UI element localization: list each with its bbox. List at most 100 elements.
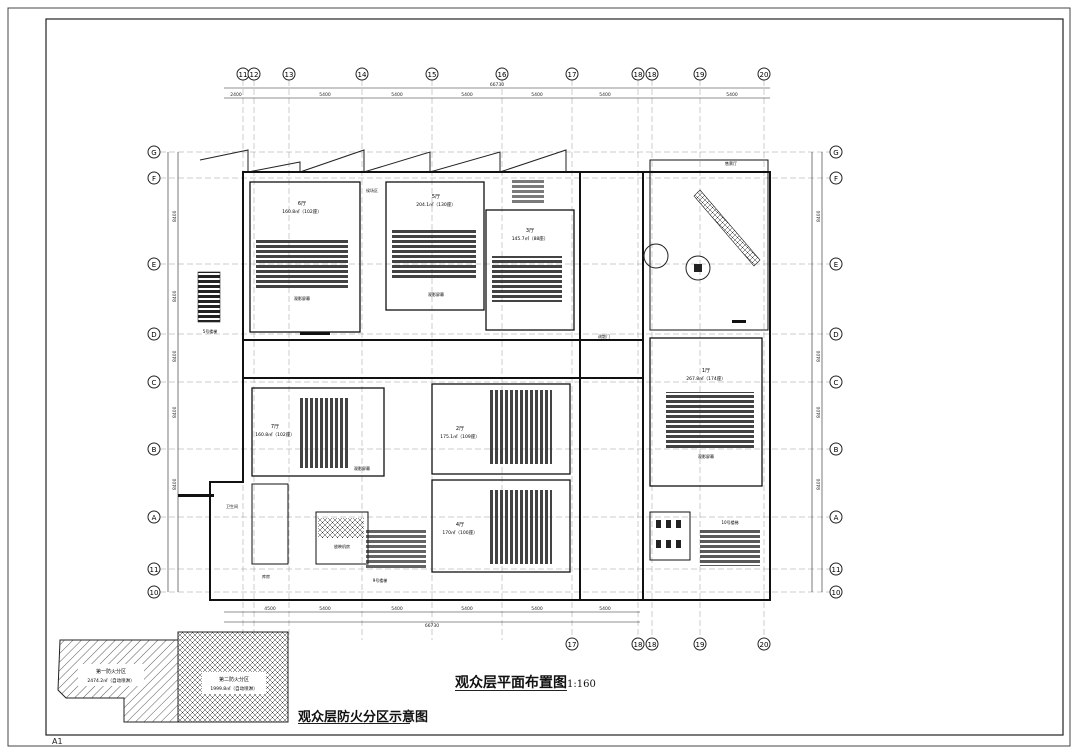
svg-text:175.1㎡（109座）: 175.1㎡（109座） bbox=[440, 433, 479, 440]
drawing-border bbox=[45, 18, 1064, 736]
side-dimension-text: 8400 8400 8400 8400 8400 8400 8400 8400 … bbox=[172, 210, 822, 490]
svg-text:8400: 8400 bbox=[172, 210, 178, 222]
grid-label: 11 bbox=[239, 71, 248, 79]
hall-area: 160.8㎡（102座） bbox=[282, 208, 321, 215]
svg-text:G: G bbox=[151, 149, 156, 157]
svg-text:18: 18 bbox=[648, 71, 657, 79]
hall-2: 2厅 175.1㎡（109座） bbox=[431, 383, 571, 475]
svg-text:2400: 2400 bbox=[230, 92, 242, 98]
svg-text:19: 19 bbox=[696, 641, 705, 649]
svg-text:8400: 8400 bbox=[816, 210, 822, 222]
hall-3: 3厅 145.7㎡（88座） bbox=[485, 178, 575, 331]
svg-text:267.8㎡（174座）: 267.8㎡（174座） bbox=[686, 375, 725, 382]
svg-text:66730: 66730 bbox=[490, 82, 504, 88]
svg-text:C: C bbox=[834, 379, 839, 387]
svg-text:12: 12 bbox=[250, 71, 259, 79]
svg-text:放映机房: 放映机房 bbox=[334, 543, 350, 549]
svg-text:5400: 5400 bbox=[461, 92, 473, 98]
sawtooth-facade bbox=[199, 149, 567, 173]
wall-marks bbox=[178, 320, 746, 497]
svg-text:5400: 5400 bbox=[461, 606, 473, 612]
svg-text:观影屏幕: 观影屏幕 bbox=[294, 295, 310, 301]
bottom-dimension-text: 4500 5400 5400 5400 5400 5400 66730 bbox=[264, 606, 611, 629]
svg-text:2474.2㎡（自动喷淋）: 2474.2㎡（自动喷淋） bbox=[87, 677, 134, 684]
hall-4: 4厅 170㎡（100座） bbox=[431, 479, 571, 573]
svg-text:5400: 5400 bbox=[726, 92, 738, 98]
svg-text:第一防火分区: 第一防火分区 bbox=[96, 668, 126, 675]
building-walls bbox=[209, 171, 771, 601]
svg-text:18: 18 bbox=[648, 641, 657, 649]
svg-text:候场区: 候场区 bbox=[366, 187, 378, 193]
svg-text:1厅: 1厅 bbox=[702, 368, 710, 374]
svg-text:14: 14 bbox=[358, 71, 367, 79]
sheet-size-label: A1 bbox=[52, 737, 63, 746]
side-dimension-lines bbox=[167, 152, 823, 592]
svg-text:20: 20 bbox=[760, 71, 769, 79]
svg-text:66730: 66730 bbox=[425, 623, 439, 629]
svg-text:18: 18 bbox=[634, 71, 643, 79]
svg-text:5400: 5400 bbox=[391, 92, 403, 98]
svg-text:疏散门: 疏散门 bbox=[598, 333, 610, 339]
svg-text:10: 10 bbox=[832, 589, 841, 597]
svg-text:A: A bbox=[152, 514, 157, 522]
svg-text:E: E bbox=[152, 261, 156, 269]
svg-text:17: 17 bbox=[568, 641, 577, 649]
svg-text:10号楼梯: 10号楼梯 bbox=[721, 519, 738, 525]
svg-text:1999.8㎡（自动喷淋）: 1999.8㎡（自动喷淋） bbox=[210, 685, 257, 692]
svg-text:5400: 5400 bbox=[319, 92, 331, 98]
svg-text:5厅: 5厅 bbox=[432, 194, 440, 200]
svg-text:观影屏幕: 观影屏幕 bbox=[428, 291, 444, 297]
svg-text:观影屏幕: 观影屏幕 bbox=[354, 465, 370, 471]
svg-text:8400: 8400 bbox=[172, 290, 178, 302]
corridor-notes: 疏散门 候场区 bbox=[366, 187, 610, 339]
svg-text:4厅: 4厅 bbox=[456, 522, 464, 528]
svg-text:D: D bbox=[151, 331, 156, 339]
svg-text:160.8㎡（102座）: 160.8㎡（102座） bbox=[255, 431, 294, 438]
stair-left: 5号楼梯 bbox=[197, 271, 221, 334]
plan-title: 观众层平面布置图1:160 bbox=[455, 672, 596, 692]
svg-text:E: E bbox=[834, 261, 838, 269]
svg-text:13: 13 bbox=[285, 71, 294, 79]
svg-text:5400: 5400 bbox=[531, 606, 543, 612]
hall-7: 7厅 160.8㎡（102座） 观影屏幕 bbox=[251, 387, 385, 477]
bottom-dimension-lines bbox=[224, 611, 640, 623]
svg-text:5号楼梯: 5号楼梯 bbox=[203, 328, 218, 334]
top-grid-bubbles: 11 12 13 14 15 16 17 18 18 19 20 bbox=[236, 67, 771, 81]
svg-text:4500: 4500 bbox=[264, 606, 276, 612]
svg-text:F: F bbox=[834, 175, 838, 183]
svg-text:16: 16 bbox=[498, 71, 507, 79]
service-rooms: 卫生间 放映机房 9号楼梯 库房 bbox=[226, 483, 426, 583]
plan-title-text: 观众层平面布置图 bbox=[455, 675, 567, 691]
svg-text:15: 15 bbox=[428, 71, 437, 79]
svg-text:5400: 5400 bbox=[391, 606, 403, 612]
plan-scale: 1:160 bbox=[567, 679, 596, 690]
svg-text:5400: 5400 bbox=[531, 92, 543, 98]
svg-text:5400: 5400 bbox=[319, 606, 331, 612]
svg-text:卫生间: 卫生间 bbox=[226, 503, 238, 509]
svg-text:8400: 8400 bbox=[172, 478, 178, 490]
svg-text:F: F bbox=[152, 175, 156, 183]
svg-text:17: 17 bbox=[568, 71, 577, 79]
svg-text:8400: 8400 bbox=[816, 406, 822, 418]
svg-text:C: C bbox=[152, 379, 157, 387]
top-dimension-text: 66730 2400 5400 5400 5400 5400 5400 5400 bbox=[230, 82, 738, 98]
svg-text:18: 18 bbox=[634, 641, 643, 649]
svg-text:8400: 8400 bbox=[172, 350, 178, 362]
svg-text:库房: 库房 bbox=[262, 573, 270, 579]
svg-text:观影屏幕: 观影屏幕 bbox=[698, 453, 714, 459]
svg-text:G: G bbox=[833, 149, 838, 157]
hall-1: 1厅 267.8㎡（174座） 观影屏幕 bbox=[649, 337, 763, 487]
svg-text:19: 19 bbox=[696, 71, 705, 79]
svg-text:8400: 8400 bbox=[816, 350, 822, 362]
svg-text:B: B bbox=[152, 446, 157, 454]
svg-text:10: 10 bbox=[150, 589, 159, 597]
zone-title-underline bbox=[298, 723, 410, 724]
svg-text:售票厅: 售票厅 bbox=[725, 160, 737, 166]
fire-zone-diagram: 第一防火分区 2474.2㎡（自动喷淋） 第二防火分区 1999.8㎡（自动喷淋… bbox=[57, 631, 289, 723]
plan-title-underline bbox=[455, 690, 567, 691]
svg-text:8400: 8400 bbox=[172, 406, 178, 418]
lobby-area: 售票厅 bbox=[643, 159, 769, 331]
svg-text:170㎡（100座）: 170㎡（100座） bbox=[442, 529, 477, 536]
svg-text:204.1㎡（130座）: 204.1㎡（130座） bbox=[416, 201, 455, 208]
svg-text:2厅: 2厅 bbox=[456, 426, 464, 432]
